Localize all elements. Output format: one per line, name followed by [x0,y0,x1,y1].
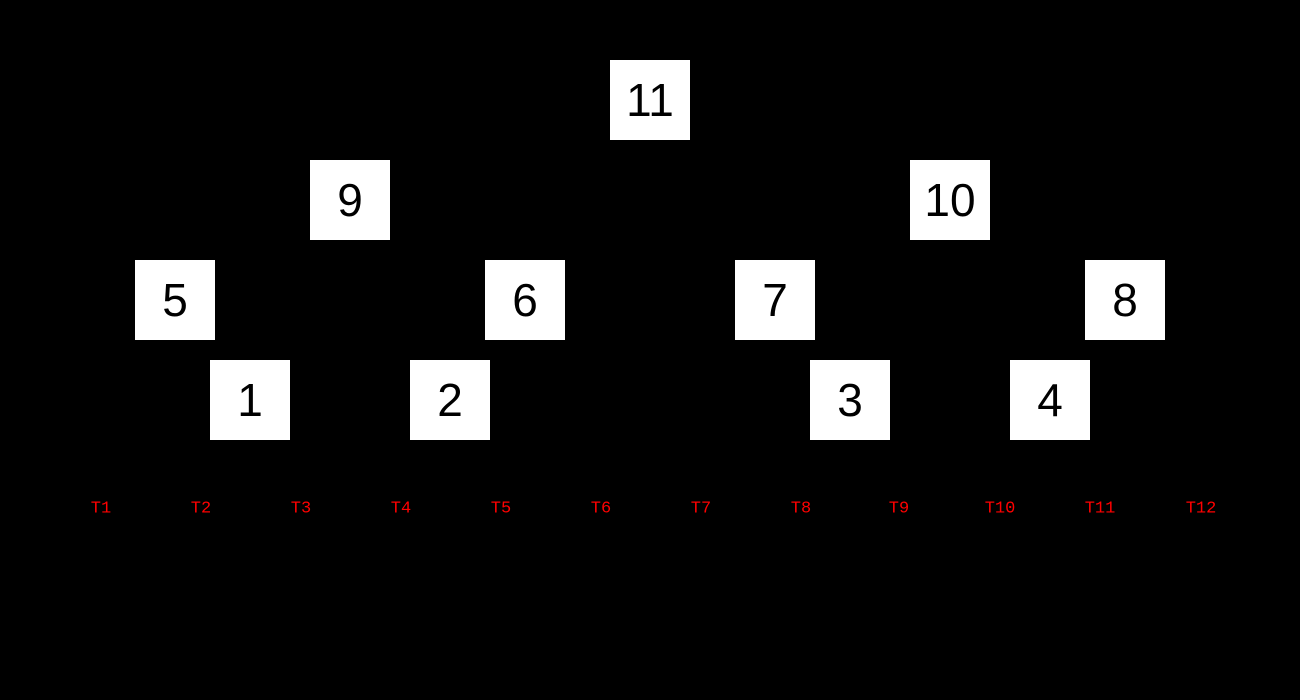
tree-node-11: 11 [610,60,690,140]
leaf-label-T6: T6 [590,499,612,519]
leaf-label-T12: T12 [1185,499,1217,519]
leaf-label-T2: T2 [190,499,212,519]
tree-node-1: 1 [210,360,290,440]
leaf-label-T3: T3 [290,499,312,519]
leaf-label-T9: T9 [888,499,910,519]
leaf-label-T1: T1 [90,499,112,519]
tree-node-2: 2 [410,360,490,440]
leaf-label-T4: T4 [390,499,412,519]
tree-node-8: 8 [1085,260,1165,340]
tree-node-6: 6 [485,260,565,340]
leaf-label-T7: T7 [690,499,712,519]
tree-node-4: 4 [1010,360,1090,440]
tree-node-3: 3 [810,360,890,440]
tree-node-5: 5 [135,260,215,340]
tree-node-10: 10 [910,160,990,240]
leaf-label-T11: T11 [1084,499,1116,519]
leaf-label-T10: T10 [984,499,1016,519]
leaf-label-T5: T5 [490,499,512,519]
leaf-label-T8: T8 [790,499,812,519]
tree-node-9: 9 [310,160,390,240]
tree-node-7: 7 [735,260,815,340]
